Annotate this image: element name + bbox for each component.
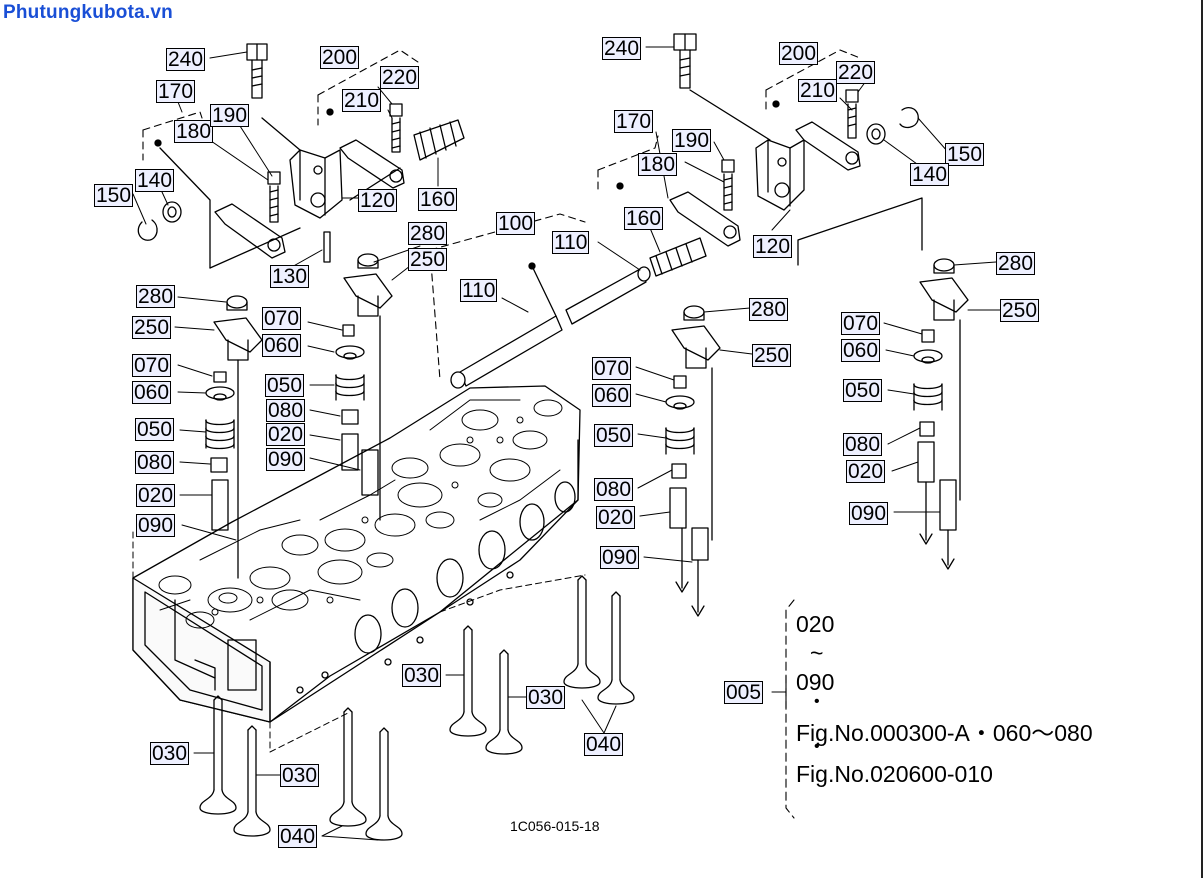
leader-lines	[132, 46, 1001, 841]
callout-170[interactable]: 170	[614, 110, 654, 133]
callout-060[interactable]: 060	[132, 381, 172, 404]
callout-060[interactable]: 060	[592, 384, 632, 407]
callout-210[interactable]: 210	[342, 89, 382, 112]
callout-280[interactable]: 280	[996, 252, 1036, 275]
note-ref-fig-020600: Fig.No.020600-010	[796, 761, 993, 787]
callout-150[interactable]: 150	[94, 184, 134, 207]
callout-220[interactable]: 220	[836, 61, 876, 84]
callout-180[interactable]: 180	[174, 120, 214, 143]
drawing-code: 1C056-015-18	[510, 818, 600, 834]
rocker-shaft	[429, 213, 651, 389]
callout-030[interactable]: 030	[150, 742, 190, 765]
callout-050[interactable]: 050	[594, 424, 634, 447]
callout-080[interactable]: 080	[135, 451, 175, 474]
callout-100[interactable]: 100	[496, 212, 536, 235]
callout-020[interactable]: 020	[136, 484, 176, 507]
callout-110[interactable]: 110	[552, 231, 590, 254]
callout-090[interactable]: 090	[849, 502, 889, 525]
note-range-start: 020	[796, 611, 835, 637]
callout-250[interactable]: 250	[408, 248, 448, 271]
callout-060[interactable]: 060	[841, 339, 881, 362]
callout-160[interactable]: 160	[418, 188, 458, 211]
callout-040[interactable]: 040	[278, 825, 318, 848]
callout-020[interactable]: 020	[596, 506, 636, 529]
callout-070[interactable]: 070	[841, 312, 881, 335]
callout-030[interactable]: 030	[402, 664, 442, 687]
callout-090[interactable]: 090	[136, 514, 176, 537]
callout-150[interactable]: 150	[945, 143, 985, 166]
cylinder-head	[132, 385, 586, 753]
note-ref-fig-000300: Fig.No.000300-A・060～080	[796, 720, 1093, 746]
callout-280[interactable]: 280	[408, 222, 448, 245]
callout-200[interactable]: 200	[779, 42, 819, 65]
valve-stack-3	[665, 305, 721, 617]
callout-050[interactable]: 050	[135, 418, 175, 441]
callout-080[interactable]: 080	[594, 478, 634, 501]
callout-050[interactable]: 050	[265, 374, 305, 397]
callout-050[interactable]: 050	[843, 379, 883, 402]
callout-070[interactable]: 070	[262, 307, 302, 330]
valves	[199, 575, 635, 841]
callout-280[interactable]: 280	[136, 285, 176, 308]
callout-030[interactable]: 030	[280, 764, 320, 787]
callout-090[interactable]: 090	[600, 546, 640, 569]
callout-210[interactable]: 210	[798, 79, 838, 102]
note-bullet-1: •	[814, 693, 820, 710]
callout-180[interactable]: 180	[638, 153, 678, 176]
note-range-end: 090	[796, 669, 835, 695]
callout-120[interactable]: 120	[753, 235, 793, 258]
site-title[interactable]: Phutungkubota.vn	[3, 2, 173, 23]
valve-stack-4	[913, 258, 969, 570]
callout-140[interactable]: 140	[910, 163, 950, 186]
callout-160[interactable]: 160	[624, 207, 664, 230]
valve-stack-1	[205, 295, 263, 579]
callout-140[interactable]: 140	[135, 169, 175, 192]
callout-190[interactable]: 190	[672, 129, 712, 152]
callout-090[interactable]: 090	[266, 448, 306, 471]
callout-200[interactable]: 200	[320, 46, 360, 69]
callout-250[interactable]: 250	[132, 316, 172, 339]
right-rocker-assembly	[597, 33, 923, 277]
callout-240[interactable]: 240	[602, 37, 642, 60]
valve-stack-2	[335, 253, 393, 521]
callout-110[interactable]: 110	[460, 279, 498, 302]
callout-240[interactable]: 240	[166, 48, 206, 71]
note-range-tilde: ~	[810, 640, 824, 666]
note-bullet-2: •	[814, 738, 820, 755]
callout-020[interactable]: 020	[266, 423, 306, 446]
callout-080[interactable]: 080	[843, 433, 883, 456]
callout-060[interactable]: 060	[262, 334, 302, 357]
callout-170[interactable]: 170	[156, 80, 196, 103]
assembly-bracket	[771, 599, 795, 819]
callout-005[interactable]: 005	[724, 681, 764, 704]
callout-220[interactable]: 220	[380, 66, 420, 89]
callout-040[interactable]: 040	[584, 733, 624, 756]
left-rocker-assembly	[137, 43, 465, 269]
callout-250[interactable]: 250	[752, 344, 792, 367]
callout-080[interactable]: 080	[266, 399, 306, 422]
callout-020[interactable]: 020	[846, 460, 886, 483]
callout-030[interactable]: 030	[526, 686, 566, 709]
callout-070[interactable]: 070	[592, 357, 632, 380]
callout-130[interactable]: 130	[270, 265, 310, 288]
callout-070[interactable]: 070	[132, 354, 172, 377]
callout-250[interactable]: 250	[1000, 299, 1040, 322]
callout-280[interactable]: 280	[749, 298, 789, 321]
callout-190[interactable]: 190	[210, 104, 250, 127]
callout-120[interactable]: 120	[358, 189, 398, 212]
